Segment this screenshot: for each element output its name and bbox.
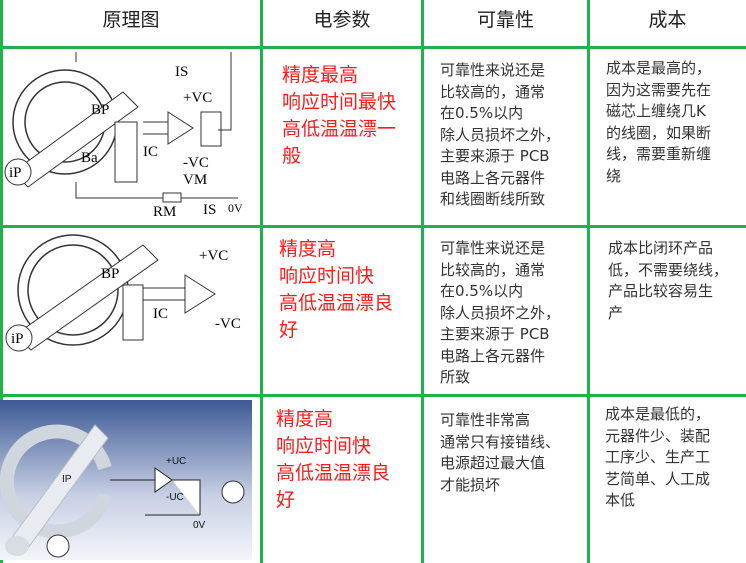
grid-line xyxy=(0,394,746,397)
ip-label: iP xyxy=(9,165,22,181)
grid-line xyxy=(0,46,746,49)
reliability-text: 可靠性非常高 通常只有接错线、 电源超过最大值 才能损坏 xyxy=(440,411,561,494)
zero-v-label: 0V xyxy=(193,520,206,531)
vc-neg-label: -VC xyxy=(183,155,209,171)
closed-loop-diagram: iP IS +VC -VC BP Ba IC VM RM IS 0V xyxy=(4,52,243,220)
rm-label: RM xyxy=(153,204,176,220)
zero-v-label: 0V xyxy=(228,201,243,215)
bp-label: BP xyxy=(91,102,109,118)
params-text: 精度最高 响应时间最快 高低温温漂一 般 xyxy=(282,64,397,167)
bp-label: BP xyxy=(101,266,119,282)
header-reliability: 可靠性 xyxy=(476,9,534,31)
grid-line xyxy=(587,0,590,563)
vc-pos-label: +VC xyxy=(183,90,212,106)
open-loop-asic-diagram: IP +UC -UC 0V xyxy=(0,400,252,560)
grid-line xyxy=(421,0,424,563)
vm-label: VM xyxy=(183,172,207,188)
header-params: 电参数 xyxy=(313,9,371,31)
ba-label: Ba xyxy=(81,150,98,166)
uc-pos-label: +UC xyxy=(166,456,186,467)
params-text: 精度高 响应时间快 高低温温漂良 好 xyxy=(279,238,394,341)
grid-line xyxy=(0,225,746,228)
reliability-text: 可靠性来说还是 比较高的，通常 在0.5%以内 除人员损坏之外， 主要来源于 P… xyxy=(440,61,561,208)
ip-label: IP xyxy=(62,474,72,485)
cost-text: 成本比闭环产品 低，不需要绕线， 产品比较容易生 产 xyxy=(608,239,729,322)
reliability-text: 可靠性来说还是 比较高的，通常 在0.5%以内 除人员损坏之外， 主要来源于 P… xyxy=(440,239,561,386)
cost-text: 成本是最低的， 元器件少、装配 工序少、生产工 艺简单、人工成 本低 xyxy=(605,405,711,509)
ic-label: IC xyxy=(143,144,158,160)
params-text: 精度高 响应时间快 高低温温漂良 好 xyxy=(276,408,391,511)
grid-line xyxy=(260,0,263,563)
header-diagram: 原理图 xyxy=(102,9,160,31)
header-cost: 成本 xyxy=(648,9,687,31)
cost-text: 成本是最高的， 因为这需要先在 磁芯上缠绕几K 的线圈，如果断 线，需要重新缠 … xyxy=(606,59,712,185)
is-label-bottom: IS xyxy=(203,202,216,218)
uc-neg-label: -UC xyxy=(166,492,184,503)
grid-line xyxy=(0,0,3,563)
ic-label: IC xyxy=(153,306,168,322)
vc-pos-label: +VC xyxy=(199,248,228,264)
is-label: IS xyxy=(175,64,188,80)
vc-neg-label: -VC xyxy=(215,316,241,332)
open-loop-diagram: iP BP +VC -VC IC xyxy=(5,234,241,352)
ip-label: iP xyxy=(11,331,24,347)
